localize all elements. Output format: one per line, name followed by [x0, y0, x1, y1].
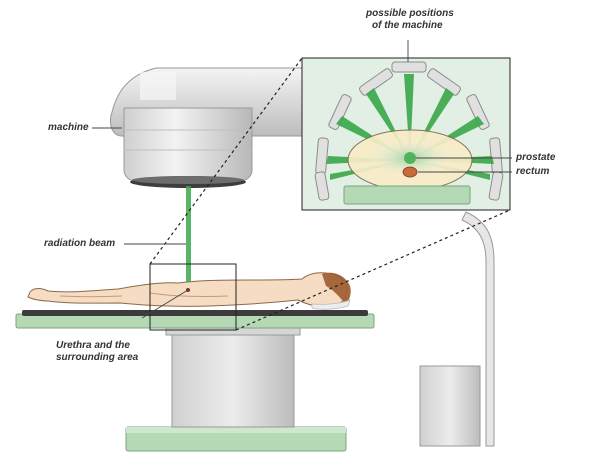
gantry-stand	[419, 211, 495, 447]
pelvis-cross-section	[347, 129, 473, 191]
urethra-zoom-box	[149, 263, 237, 331]
floor-base	[125, 426, 347, 452]
label-leader-lines	[92, 40, 512, 319]
machine-positions-arc	[314, 61, 504, 201]
treatment-table	[15, 310, 375, 329]
possible-positions-label-line1: possible positions	[366, 8, 454, 19]
urethra-label-line1: Urethra and the	[56, 340, 130, 351]
inset-table	[343, 185, 471, 205]
inset-panel	[301, 57, 511, 211]
rectum-label: rectum	[516, 166, 550, 177]
zoom-projection-lines	[149, 57, 511, 331]
prostate-label: prostate	[516, 152, 556, 163]
possible-positions-label-line2: of the machine	[372, 20, 443, 31]
urethra-label-line2: surrounding area	[56, 352, 139, 363]
radiation-beam	[186, 186, 191, 282]
rectum-shape	[402, 166, 418, 178]
machine-head	[123, 107, 253, 188]
radiation-beam-label: radiation beam	[44, 238, 116, 249]
table-pedestal	[165, 324, 301, 428]
machine-label: machine	[48, 122, 89, 133]
